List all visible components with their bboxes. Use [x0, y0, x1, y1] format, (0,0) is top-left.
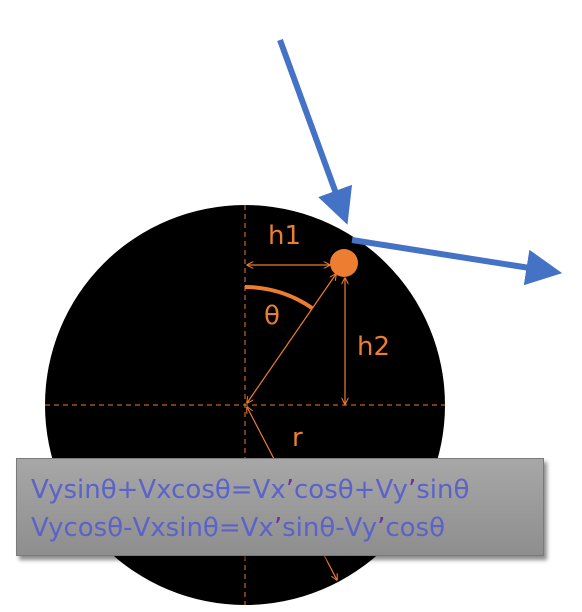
equation-line-1: Vysinθ+Vxcosθ=Vx’cosθ+Vy’sinθ: [31, 477, 469, 503]
eq2-part-a: Vycosθ-Vxsinθ=Vx: [31, 513, 274, 543]
eq2-prime-1: ’: [273, 513, 283, 543]
eq1-prime-2: ’: [407, 475, 417, 505]
equation-line-2: Vycosθ-Vxsinθ=Vx’sinθ-Vy’cosθ: [31, 515, 445, 541]
eq1-part-b: cosθ+Vy: [294, 475, 408, 505]
eq1-part-c: sinθ: [416, 475, 470, 505]
eq1-part-a: Vysinθ+Vxcosθ=Vx: [31, 475, 286, 505]
equation-box: Vysinθ+Vxcosθ=Vx’cosθ+Vy’sinθ Vycosθ-Vxs…: [16, 458, 544, 556]
theta-label: θ: [264, 301, 280, 331]
outgoing-velocity-arrow: [351, 237, 563, 286]
h1-label: h1: [268, 221, 302, 251]
radius-to-ball: [247, 274, 336, 403]
eq2-part-b: sinθ-Vy: [282, 513, 378, 543]
incoming-velocity-arrow: [277, 38, 353, 225]
eq1-prime-1: ’: [285, 475, 295, 505]
eq2-part-c: cosθ: [385, 513, 446, 543]
r-label: r: [292, 423, 303, 453]
ball: [330, 249, 358, 277]
theta-arc: [244, 285, 314, 310]
h2-label: h2: [357, 332, 391, 362]
eq2-prime-2: ’: [377, 513, 386, 543]
